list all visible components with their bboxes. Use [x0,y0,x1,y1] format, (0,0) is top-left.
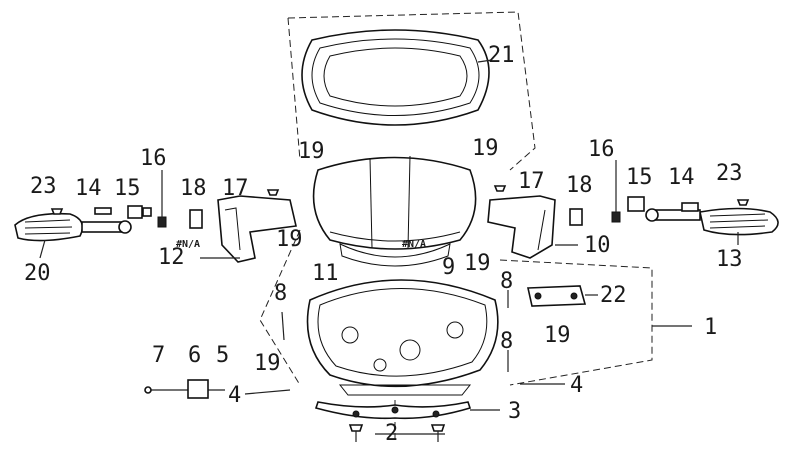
part-11-lens-unit [312,155,477,267]
callout-8-left: 8 [274,281,287,306]
callout-20: 20 [24,261,51,286]
part-9-housing [306,279,499,396]
part-22-connector [527,285,587,307]
left-side-hardware [50,189,280,229]
callout-17-right: 17 [518,169,545,194]
callout-11: 11 [312,261,339,286]
part-13-right-footrest [645,207,779,236]
callout-5: 5 [216,343,229,368]
callout-15-left: 15 [114,176,141,201]
callout-19-mid-left: 19 [276,227,303,252]
callout-9: 9 [442,255,455,280]
callout-19-top-right: 19 [472,136,499,161]
callout-17-left: 17 [222,176,249,201]
leader-lines [39,59,739,435]
callout-18-left: 18 [180,176,207,201]
callout-15-right: 15 [626,165,653,190]
part-10-right-bracket [487,195,556,259]
callout-12: 12 [158,245,185,270]
part-21-trim-ring [301,29,490,126]
callout-7: 7 [152,343,165,368]
callout-16-right: 16 [588,137,615,162]
callout-13: 13 [716,247,743,272]
callout-10: 10 [584,233,611,258]
callout-14-left: 14 [75,176,102,201]
callout-22: 22 [600,283,627,308]
callout-3: 3 [508,399,521,424]
na-tag-center: #N/A [402,239,426,250]
part-3-mounting-bracket [314,401,472,420]
callout-1: 1 [704,315,717,340]
right-side-hardware [493,185,750,226]
callout-19-low-left: 19 [254,351,281,376]
callout-8-right-top: 8 [500,269,513,294]
callout-19-top-left: 19 [298,139,325,164]
callout-19-low-right: 19 [544,323,571,348]
callout-6: 6 [188,343,201,368]
callout-labels: 21 1 2 3 4 4 5 6 7 8 8 8 9 10 11 12 13 1… [24,43,743,446]
callout-18-right: 18 [566,173,593,198]
part-2-screws [348,424,446,442]
callout-19-mid-right: 19 [464,251,491,276]
part-5-6-7-pivot [144,379,225,399]
callout-16-left: 16 [140,146,167,171]
callout-23-left: 23 [30,174,57,199]
part-12-left-bracket [217,195,297,263]
callout-14-right: 14 [668,165,695,190]
callout-4-right: 4 [570,373,583,398]
callout-21: 21 [488,43,515,68]
callout-2: 2 [385,421,398,446]
na-tag-left: #N/A [176,239,200,250]
callout-4-left: 4 [228,383,241,408]
callout-8-right-bottom: 8 [500,329,513,354]
callout-23-right: 23 [716,161,743,186]
part-20-left-footrest [14,212,132,242]
